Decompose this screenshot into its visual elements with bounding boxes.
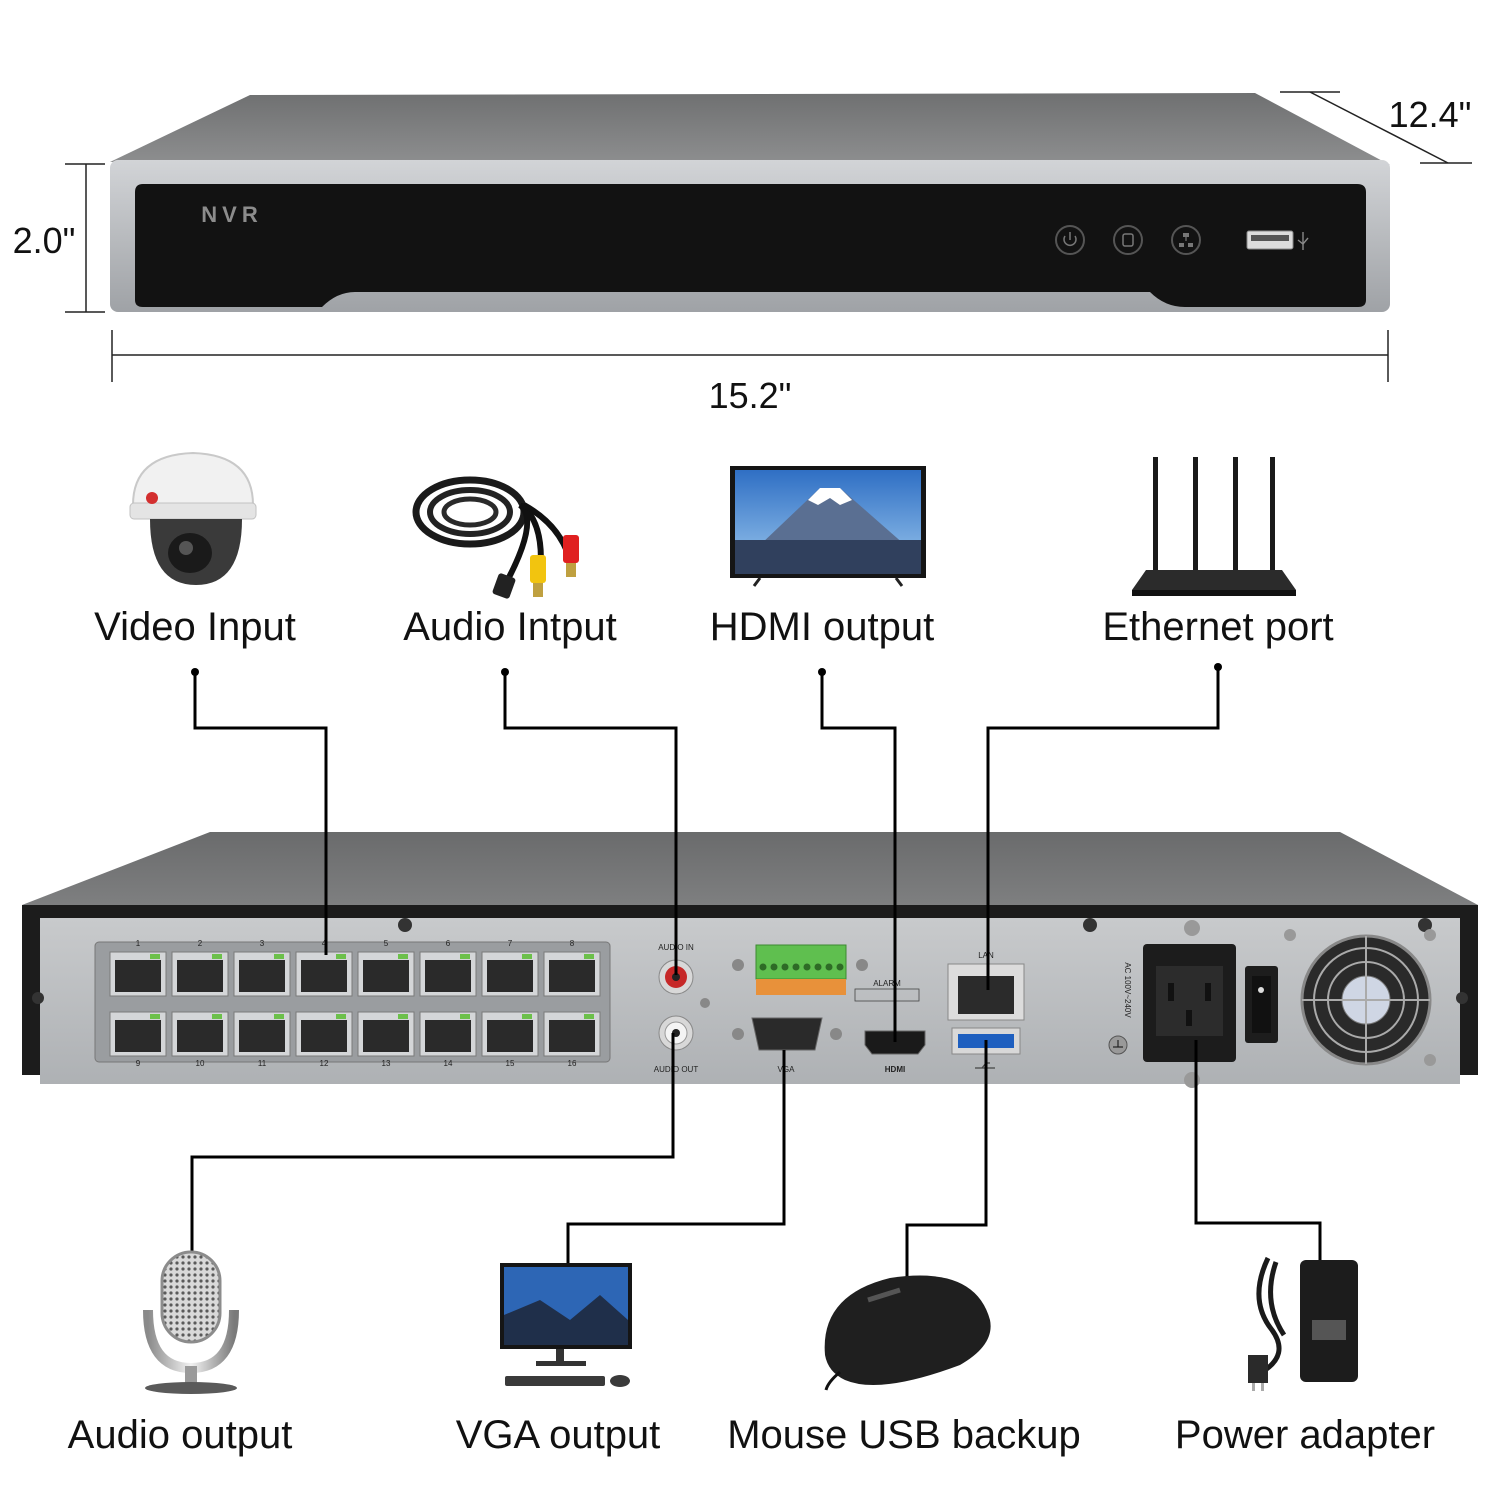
terminal-pin bbox=[814, 963, 822, 971]
lan-label: LAN bbox=[978, 951, 994, 960]
ethernet-port-label: Ethernet port bbox=[1102, 605, 1333, 649]
nvr-front-unit: NVR bbox=[110, 93, 1390, 312]
router-icon bbox=[1132, 457, 1296, 596]
poe-port-12[interactable] bbox=[295, 1011, 353, 1057]
port-number-label: 3 bbox=[260, 939, 265, 948]
audio-input-label: Audio Intput bbox=[403, 605, 617, 649]
dimension-markers bbox=[65, 91, 1472, 382]
terminal-pin bbox=[825, 963, 833, 971]
port-number-label: 1 bbox=[136, 939, 141, 948]
vga-port[interactable] bbox=[732, 1017, 842, 1051]
hdd-indicator-icon bbox=[1113, 225, 1143, 255]
port-number-label: 11 bbox=[258, 1059, 267, 1068]
lan-port[interactable] bbox=[947, 963, 1025, 1021]
port-number-label: 5 bbox=[384, 939, 389, 948]
port-number-label: 15 bbox=[506, 1059, 515, 1068]
poe-port-5[interactable] bbox=[357, 951, 415, 997]
port-number-label: 6 bbox=[446, 939, 451, 948]
port-number-label: 4 bbox=[322, 939, 327, 948]
power-indicator-icon bbox=[1055, 225, 1085, 255]
audio-out-label: AUDIO OUT bbox=[654, 1065, 699, 1074]
port-number-label: 7 bbox=[508, 939, 513, 948]
alarm-terminal-block[interactable] bbox=[755, 944, 847, 995]
poe-port-7[interactable] bbox=[481, 951, 539, 997]
poe-port-10[interactable] bbox=[171, 1011, 229, 1057]
poe-port-16[interactable] bbox=[543, 1011, 601, 1057]
hdmi-label: HDMI bbox=[885, 1065, 905, 1074]
alarm-label: ALARM bbox=[873, 979, 901, 988]
terminal-pin bbox=[770, 963, 778, 971]
tv-icon bbox=[730, 466, 926, 587]
audio-out-jack[interactable] bbox=[658, 1015, 694, 1051]
poe-port-4[interactable] bbox=[295, 951, 353, 997]
av-cable-icon bbox=[412, 476, 579, 599]
hdmi-output-label: HDMI output bbox=[710, 605, 935, 649]
poe-port-3[interactable] bbox=[233, 951, 291, 997]
terminal-pin bbox=[836, 963, 844, 971]
port-number-label: 10 bbox=[196, 1059, 205, 1068]
width-dimension: 15.2" bbox=[709, 375, 792, 416]
poe-port-11[interactable] bbox=[233, 1011, 291, 1057]
depth-dimension: 12.4" bbox=[1389, 94, 1472, 135]
terminal-pin bbox=[792, 963, 800, 971]
monitor-icon bbox=[500, 1263, 632, 1387]
video-input-label: Video Input bbox=[94, 605, 296, 649]
vga-output-label: VGA output bbox=[456, 1413, 661, 1457]
port-number-label: 9 bbox=[136, 1059, 141, 1068]
port-number-label: 8 bbox=[570, 939, 575, 948]
height-dimension: 2.0" bbox=[13, 220, 76, 261]
power-adapter-icon bbox=[1248, 1256, 1358, 1391]
port-number-label: 12 bbox=[320, 1059, 329, 1068]
power-inlet[interactable] bbox=[1143, 944, 1236, 1062]
mouse-icon bbox=[824, 1275, 991, 1391]
port-number-label: 14 bbox=[444, 1059, 453, 1068]
network-indicator-icon bbox=[1171, 225, 1201, 255]
microphone-icon bbox=[143, 1250, 239, 1394]
poe-port-6[interactable] bbox=[419, 951, 477, 997]
audio-in-jack[interactable] bbox=[658, 959, 694, 995]
poe-port-8[interactable] bbox=[543, 951, 601, 997]
dome-camera-icon bbox=[129, 451, 257, 585]
ground-icon bbox=[1108, 1035, 1128, 1055]
nvr-top-surface bbox=[110, 93, 1390, 165]
mouse-usb-backup-label: Mouse USB backup bbox=[727, 1413, 1081, 1457]
poe-port-15[interactable] bbox=[481, 1011, 539, 1057]
port-number-label: 16 bbox=[568, 1059, 577, 1068]
terminal-pin bbox=[781, 963, 789, 971]
poe-port-2[interactable] bbox=[171, 951, 229, 997]
power-switch[interactable] bbox=[1245, 966, 1278, 1043]
nvr-rear-top bbox=[22, 832, 1478, 905]
terminal-pin bbox=[803, 963, 811, 971]
nvr-faceplate bbox=[135, 184, 1366, 307]
vga-label: VGA bbox=[778, 1065, 796, 1074]
usb-icon bbox=[1297, 232, 1309, 250]
port-number-label: 2 bbox=[198, 939, 203, 948]
power-rating-label: AC 100V~240V bbox=[1123, 962, 1132, 1018]
audio-output-label: Audio output bbox=[68, 1413, 293, 1457]
connector-lines bbox=[188, 663, 1324, 1294]
nvr-brand-label: NVR bbox=[201, 202, 262, 227]
cooling-fan bbox=[1284, 929, 1436, 1066]
hdmi-port[interactable] bbox=[864, 1030, 926, 1055]
poe-port-14[interactable] bbox=[419, 1011, 477, 1057]
port-number-label: 13 bbox=[382, 1059, 391, 1068]
poe-port-13[interactable] bbox=[357, 1011, 415, 1057]
poe-port-1[interactable] bbox=[109, 951, 167, 997]
power-adapter-label: Power adapter bbox=[1175, 1413, 1435, 1457]
terminal-pin bbox=[759, 963, 767, 971]
poe-port-9[interactable] bbox=[109, 1011, 167, 1057]
